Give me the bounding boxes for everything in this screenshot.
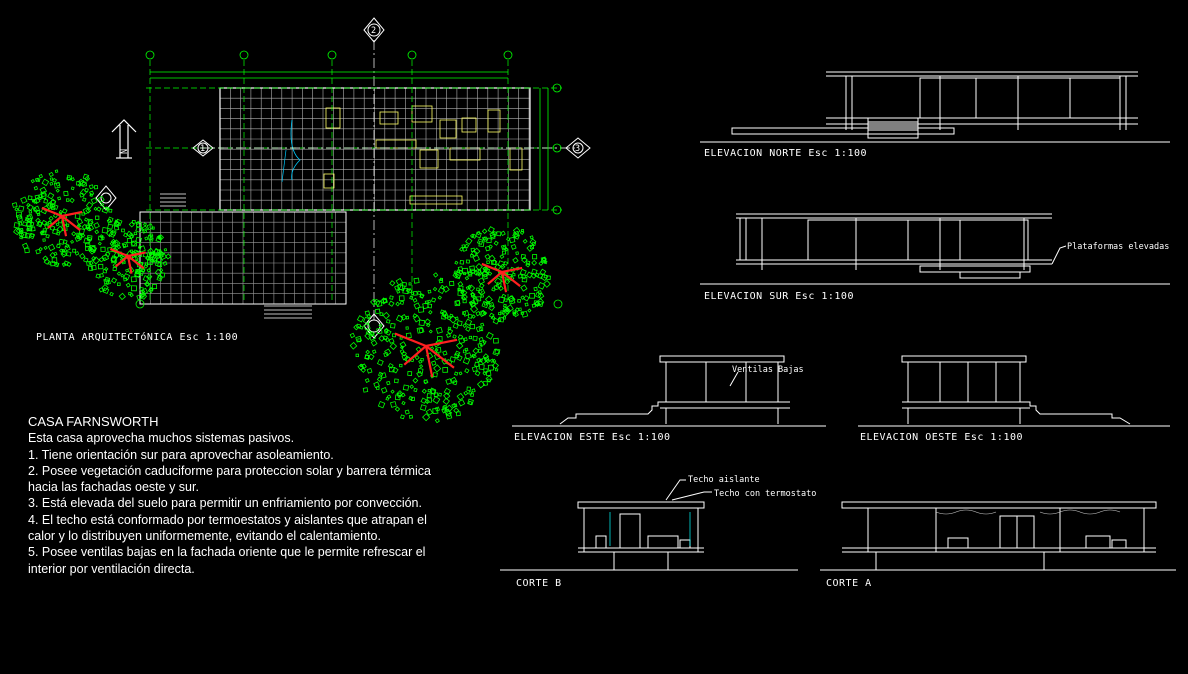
low-vents-annotation: Ventilas Bajas — [732, 365, 804, 375]
terrace-grid — [139, 211, 346, 305]
elevation-north-label: ELEVACION NORTE Esc 1:100 — [704, 148, 867, 159]
trees — [11, 169, 551, 424]
plan-steps — [160, 193, 312, 319]
plan-furniture — [323, 105, 523, 205]
project-notes: CASA FARNSWORTH Esta casa aprovecha much… — [28, 414, 448, 577]
plan-curtain — [290, 119, 301, 181]
notes-item-1: 1. Tiene orientación sur para aprovechar… — [28, 447, 334, 462]
section-marker-right-label: 3 — [575, 144, 580, 154]
elevation-south — [700, 213, 1170, 285]
house-grid — [219, 87, 530, 210]
section-marker-left — [192, 139, 214, 157]
section-a-curtain — [935, 509, 1121, 515]
elevation-west-label: ELEVACION OESTE Esc 1:100 — [860, 432, 1023, 443]
elevation-north — [700, 71, 1170, 143]
tree-east — [452, 226, 551, 325]
section-marker-left-label: 1 — [200, 144, 205, 154]
section-b-glass — [609, 512, 691, 546]
platforms-annotation: Plataformas elevadas — [1067, 242, 1169, 252]
terrace-outline — [139, 211, 347, 305]
floor-plan: N 2 3 1 PLANTA ARQUITECTóNICA Esc 1:100 — [11, 17, 591, 424]
notes-title: CASA FARNSWORTH — [28, 414, 159, 429]
tree-southwest — [85, 218, 172, 301]
tree-south — [349, 272, 501, 424]
notes-item-3: 3. Está elevada del suelo para permitir … — [28, 496, 422, 511]
plan-title: PLANTA ARQUITECTóNICA Esc 1:100 — [36, 331, 238, 343]
elevation-east-label: ELEVACION ESTE Esc 1:100 — [514, 432, 671, 443]
tree-east-trunk — [481, 262, 523, 293]
section-marker-right — [565, 137, 591, 159]
north-arrow-glyph: N — [120, 149, 130, 154]
notes-intro: Esta casa aprovecha muchos sistemas pasi… — [28, 431, 295, 446]
section-marker-top-label: 2 — [371, 26, 376, 36]
section-a — [820, 501, 1176, 571]
elevation-south-label: ELEVACION SUR Esc 1:100 — [704, 291, 854, 302]
north-arrow — [111, 119, 137, 159]
notes-item-5: 5. Posee ventilas bajas en la fachada or… — [28, 545, 426, 576]
insulated-roof-annotation: Techo aislante — [688, 475, 760, 485]
tree-south-trunk — [394, 332, 458, 378]
elevation-east — [512, 355, 826, 427]
plan-curtain-2 — [281, 149, 287, 183]
notes-item-4: 4. El techo está conformado por termoest… — [28, 512, 427, 544]
tree-west — [11, 169, 114, 268]
notes-item-2: 2. Posee vegetación caduciforme para pro… — [28, 463, 431, 495]
thermostat-roof-annotation: Techo con termostato — [714, 489, 816, 499]
section-b — [500, 479, 798, 571]
elevation-west — [858, 355, 1170, 427]
section-marker-top — [363, 17, 385, 43]
tree-southwest-trunk — [109, 247, 146, 274]
dimension-lines — [150, 71, 549, 210]
tree-west-trunk — [41, 206, 83, 237]
section-b-label: CORTE B — [516, 578, 562, 589]
axis-bubbles — [135, 50, 563, 309]
section-a-label: CORTE A — [826, 578, 872, 589]
